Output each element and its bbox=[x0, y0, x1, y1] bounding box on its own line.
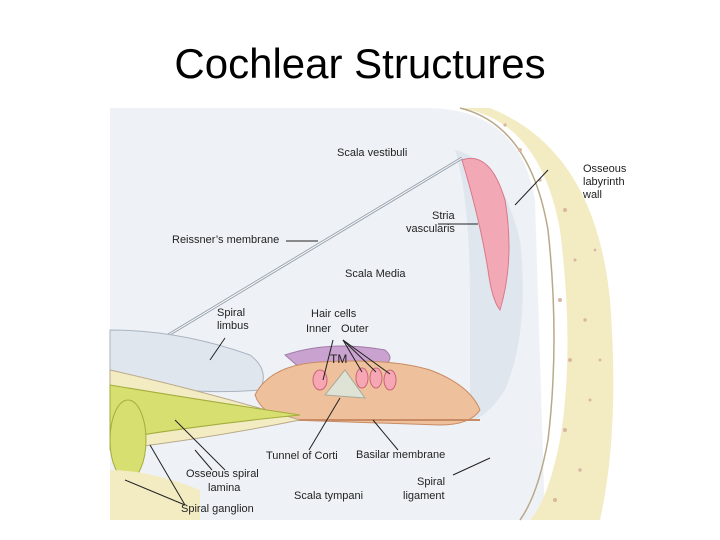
label-spiral-ganglion: Spiral ganglion bbox=[181, 503, 254, 515]
label-reissners-membrane: Reissner’s membrane bbox=[172, 234, 280, 246]
label-inner: Inner bbox=[306, 323, 332, 335]
label-osseous-labyrinth-wall-1: Osseous bbox=[583, 163, 627, 175]
label-spiral-limbus-1: Spiral bbox=[217, 307, 246, 319]
label-basilar-membrane: Basilar membrane bbox=[356, 449, 446, 461]
label-osseous-labyrinth-wall-3: wall bbox=[583, 189, 602, 201]
label-scala-media: Scala Media bbox=[345, 268, 406, 280]
lower-bone bbox=[110, 470, 200, 520]
osseous-labyrinth-bone bbox=[460, 108, 614, 520]
osseous-labyrinth-edge bbox=[459, 107, 555, 521]
label-stria-vascularis-1: Stria bbox=[432, 210, 455, 222]
spiral-ganglion-cells bbox=[109, 399, 147, 481]
label-spiral-limbus-2: limbus bbox=[217, 320, 249, 332]
bone-dots bbox=[503, 123, 602, 502]
label-stria-vascularis-2: vascularis bbox=[406, 223, 455, 235]
label-osseous-spiral-lamina-1: Osseous spiral bbox=[186, 468, 259, 480]
label-outer: Outer bbox=[341, 323, 369, 335]
label-tm: TM bbox=[330, 352, 348, 366]
label-tunnel-of-corti: Tunnel of Corti bbox=[266, 450, 338, 462]
leader-lines bbox=[124, 169, 549, 506]
label-scala-tympani: Scala tympani bbox=[294, 490, 364, 502]
label-osseous-spiral-lamina-2: lamina bbox=[208, 482, 241, 494]
label-spiral-ligament-2: ligament bbox=[403, 490, 445, 502]
spiral-ganglion-nerve bbox=[109, 384, 301, 441]
stria-vascularis bbox=[461, 158, 510, 312]
label-hair-cells: Hair cells bbox=[311, 308, 357, 320]
hair-cells bbox=[312, 367, 397, 391]
label-osseous-labyrinth-wall-2: labyrinth bbox=[583, 176, 625, 188]
label-scala-vestibuli: Scala vestibuli bbox=[337, 147, 408, 159]
label-spiral-ligament-1: Spiral bbox=[417, 476, 446, 488]
tunnel-of-corti bbox=[324, 369, 367, 399]
slide-title: Cochlear Structures bbox=[174, 40, 546, 87]
